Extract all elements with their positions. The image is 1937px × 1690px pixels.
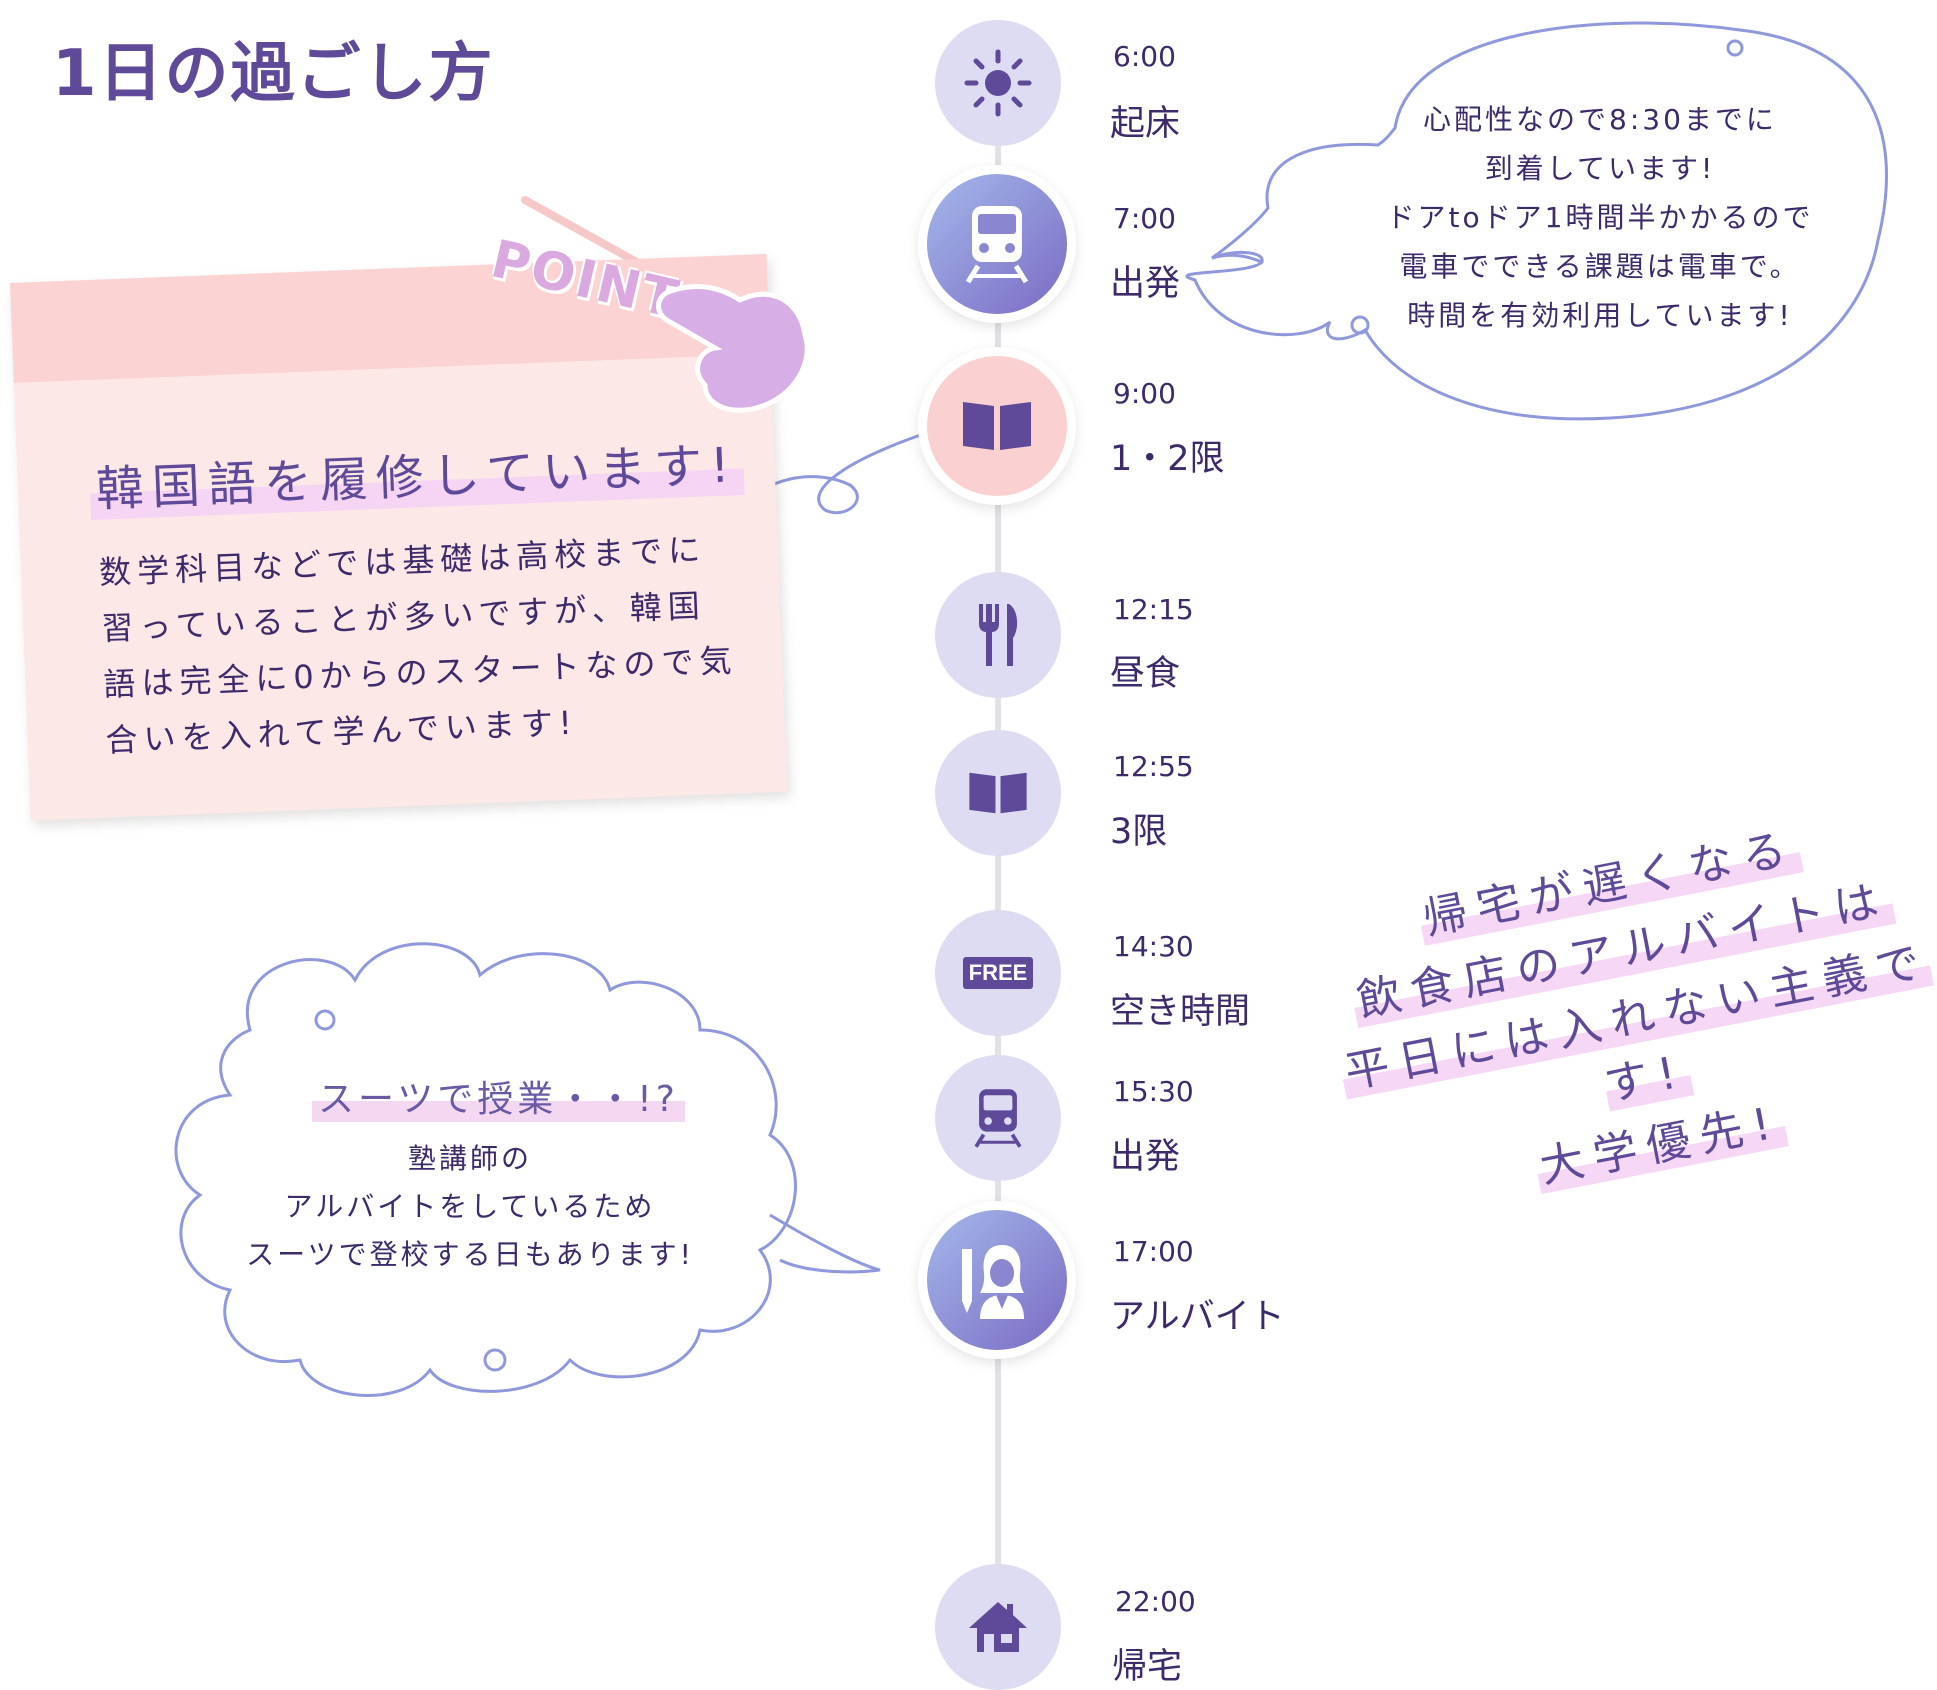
event-time: 6:00	[1113, 40, 1176, 73]
timeline-node-depart-2	[935, 1055, 1061, 1181]
train-icon	[965, 206, 1029, 284]
speech-bubble-outline	[1185, 21, 1889, 421]
sun-icon	[964, 49, 1032, 117]
event-label: 1・2限	[1110, 439, 1225, 479]
cloud-line: スーツで登校する日もあります!	[246, 1238, 694, 1271]
timeline-line	[995, 80, 1001, 1640]
speech-line: 電車でできる課題は電車で。	[1399, 250, 1801, 283]
house-icon	[969, 1602, 1027, 1652]
event-time: 9:00	[1113, 377, 1176, 410]
timeline-node-part-time-job	[927, 1210, 1067, 1350]
event-time: 15:30	[1113, 1075, 1194, 1108]
point-connector	[718, 428, 936, 531]
free-badge-icon: FREE	[962, 957, 1034, 989]
timeline-node-depart	[927, 174, 1067, 314]
event-time: 17:00	[1113, 1235, 1194, 1268]
fork-knife-icon	[979, 604, 1018, 666]
teacher-icon	[962, 1245, 1024, 1319]
timeline-node-class-1-2	[927, 356, 1067, 496]
timeline-node-home	[935, 1564, 1061, 1690]
event-time: 22:00	[1115, 1585, 1196, 1618]
event-label: 帰宅	[1112, 1647, 1183, 1687]
event-time: 14:30	[1113, 930, 1194, 963]
cloud-line: アルバイトをしているため	[284, 1190, 656, 1223]
timeline-node-class-3	[935, 730, 1061, 856]
cloud-bubble-text: 塾講師の アルバイトをしているため スーツで登校する日もあります!	[210, 1135, 730, 1279]
event-label: 昼食	[1110, 654, 1181, 694]
train-icon	[974, 1089, 1022, 1148]
event-label: 出発	[1110, 1137, 1181, 1177]
event-label: 起床	[1110, 104, 1181, 144]
event-label: 空き時間	[1110, 992, 1251, 1032]
event-time: 12:55	[1113, 750, 1194, 783]
event-label: 出発	[1110, 264, 1181, 304]
event-label: アルバイト	[1110, 1297, 1285, 1337]
book-icon	[963, 402, 1031, 450]
book-icon	[969, 772, 1027, 814]
speech-bubble-text: 心配性なので8:30までに 到着しています! ドアtoドア1時間半かかるので 電…	[1370, 95, 1830, 340]
speech-line: 心配性なので8:30までに	[1423, 103, 1777, 136]
speech-line: 時間を有効利用しています!	[1407, 299, 1793, 332]
speech-line: ドアtoドア1時間半かかるので	[1386, 201, 1814, 234]
cloud-bubble-outline	[174, 942, 797, 1397]
event-label: 3限	[1110, 812, 1168, 852]
cloud-bubble-title: スーツで授業・・!?	[312, 1070, 685, 1122]
cloud-line: 塾講師の	[407, 1142, 532, 1175]
timeline-node-lunch	[935, 572, 1061, 698]
speech-line: 到着しています!	[1484, 152, 1716, 185]
event-time: 12:15	[1113, 593, 1194, 626]
page-title: 1日の過ごし方	[52, 37, 495, 111]
timeline-node-wake	[935, 20, 1061, 146]
timeline-node-free-time: FREE	[935, 910, 1061, 1036]
event-time: 7:00	[1113, 202, 1176, 235]
